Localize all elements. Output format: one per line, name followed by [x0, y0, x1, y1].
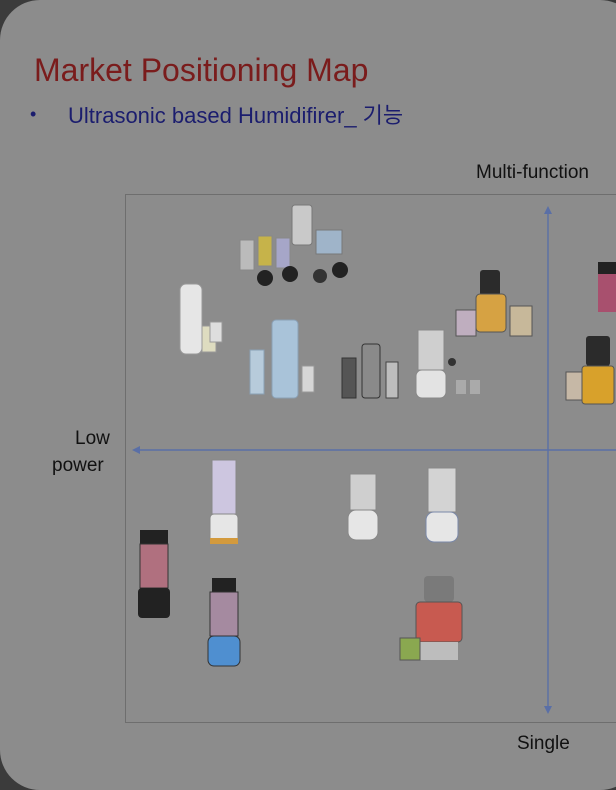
product-multi-cup-set — [239, 204, 348, 286]
subtitle-bullet: • Ultrasonic based Humidifirer_ 기능 — [30, 98, 403, 130]
product-black-food-processor — [565, 336, 615, 405]
product-clear-jug-blender — [425, 467, 459, 543]
axis-label-left-line2: power — [52, 455, 104, 476]
product-purple-blender — [209, 459, 239, 544]
product-blue-bottle — [207, 578, 241, 667]
product-black-pink-bottle — [138, 530, 170, 618]
slide-title: Market Positioning Map — [34, 52, 369, 88]
product-tall-white-blender — [179, 283, 223, 355]
product-white-jug-accessories — [415, 329, 480, 399]
bullet-glyph: • — [30, 103, 37, 124]
positioning-map-frame — [125, 194, 616, 723]
axis-label-left-line1: Low — [75, 428, 110, 449]
subtitle-text: Ultrasonic based Humidifirer_ 기능 — [68, 103, 404, 128]
product-white-jug-blender — [347, 473, 379, 541]
product-black-personal-set — [341, 343, 399, 399]
axis-label-top: Multi-function — [476, 162, 589, 183]
product-red-juice-maker — [399, 576, 463, 661]
product-pink-bottle — [598, 262, 616, 312]
product-light-blue-blender — [249, 319, 315, 399]
product-black-multi-jar — [455, 270, 533, 337]
axis-label-bottom: Single — [517, 733, 570, 754]
